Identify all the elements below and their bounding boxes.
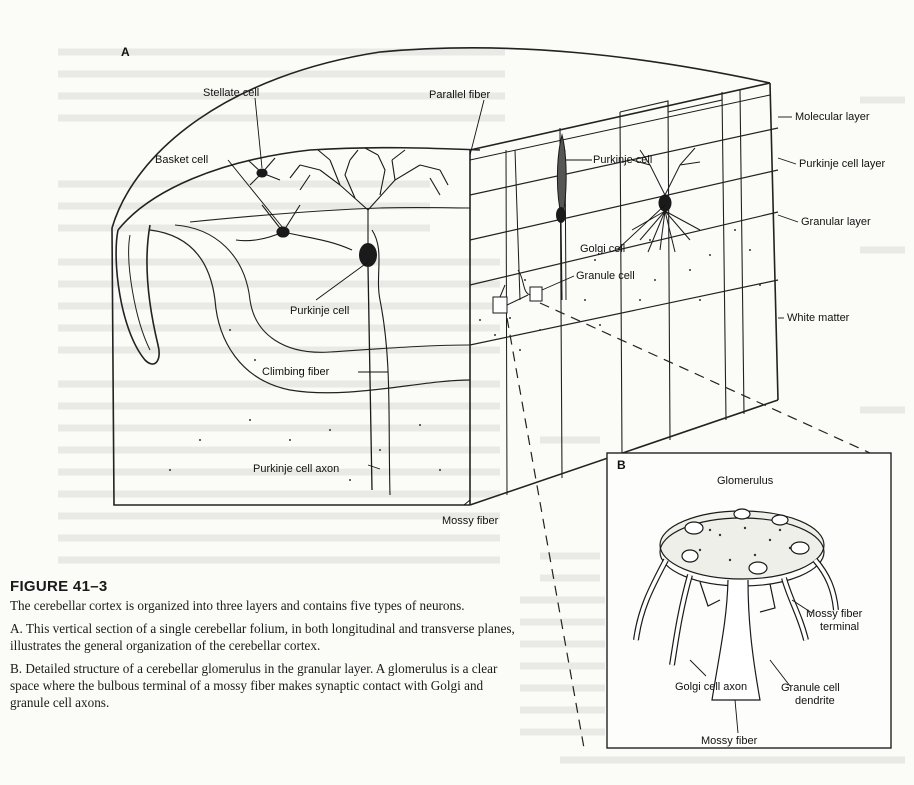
label-glomerulus: Glomerulus xyxy=(717,475,774,487)
label-basket-cell: Basket cell xyxy=(155,154,208,166)
granule-cells-drawing xyxy=(493,270,542,313)
label-purkinje-cell-top: Purkinje cell xyxy=(593,154,652,166)
caption-part-a: A. This vertical section of a single cer… xyxy=(10,620,520,654)
figure-caption: FIGURE 41–3 The cerebellar cortex is org… xyxy=(10,578,520,717)
label-granular-layer: Granular layer xyxy=(801,216,871,228)
granular-stipple xyxy=(169,229,761,481)
label-granule-cell-dendrite-2: dendrite xyxy=(795,695,835,707)
purkinje-dendrite-tree xyxy=(290,148,448,250)
label-purkinje-cell-axon: Purkinje cell axon xyxy=(253,463,339,475)
purkinje-axon-line xyxy=(368,267,372,490)
leader-lines xyxy=(228,98,798,505)
label-golgi-cell: Golgi cell xyxy=(580,243,625,255)
label-parallel-fiber: Parallel fiber xyxy=(429,89,490,101)
panel-b-letter: B xyxy=(617,458,626,472)
label-mossy-fiber-b: Mossy fiber xyxy=(701,735,758,747)
label-granule-cell: Granule cell xyxy=(576,270,635,282)
label-white-matter: White matter xyxy=(787,312,850,324)
caption-title: FIGURE 41–3 xyxy=(10,578,520,595)
label-mossy-fiber-terminal-1: Mossy fiber xyxy=(806,608,863,620)
label-purkinje-cell-layer: Purkinje cell layer xyxy=(799,158,886,170)
label-stellate-cell: Stellate cell xyxy=(203,87,259,99)
caption-intro: The cerebellar cortex is organized into … xyxy=(10,597,520,614)
label-molecular-layer: Molecular layer xyxy=(795,111,870,123)
caption-part-b: B. Detailed structure of a cerebellar gl… xyxy=(10,660,520,711)
purkinje-soma xyxy=(359,243,377,267)
climbing-fiber-line xyxy=(372,230,390,495)
label-granule-cell-dendrite-1: Granule cell xyxy=(781,682,840,694)
label-golgi-cell-axon: Golgi cell axon xyxy=(675,681,747,693)
label-mossy-fiber-terminal-2: terminal xyxy=(820,621,859,633)
label-mossy-fiber-a: Mossy fiber xyxy=(442,515,499,527)
panel-a-letter: A xyxy=(121,45,130,59)
label-climbing-fiber: Climbing fiber xyxy=(262,366,330,378)
label-purkinje-cell-center: Purkinje cell xyxy=(290,305,349,317)
